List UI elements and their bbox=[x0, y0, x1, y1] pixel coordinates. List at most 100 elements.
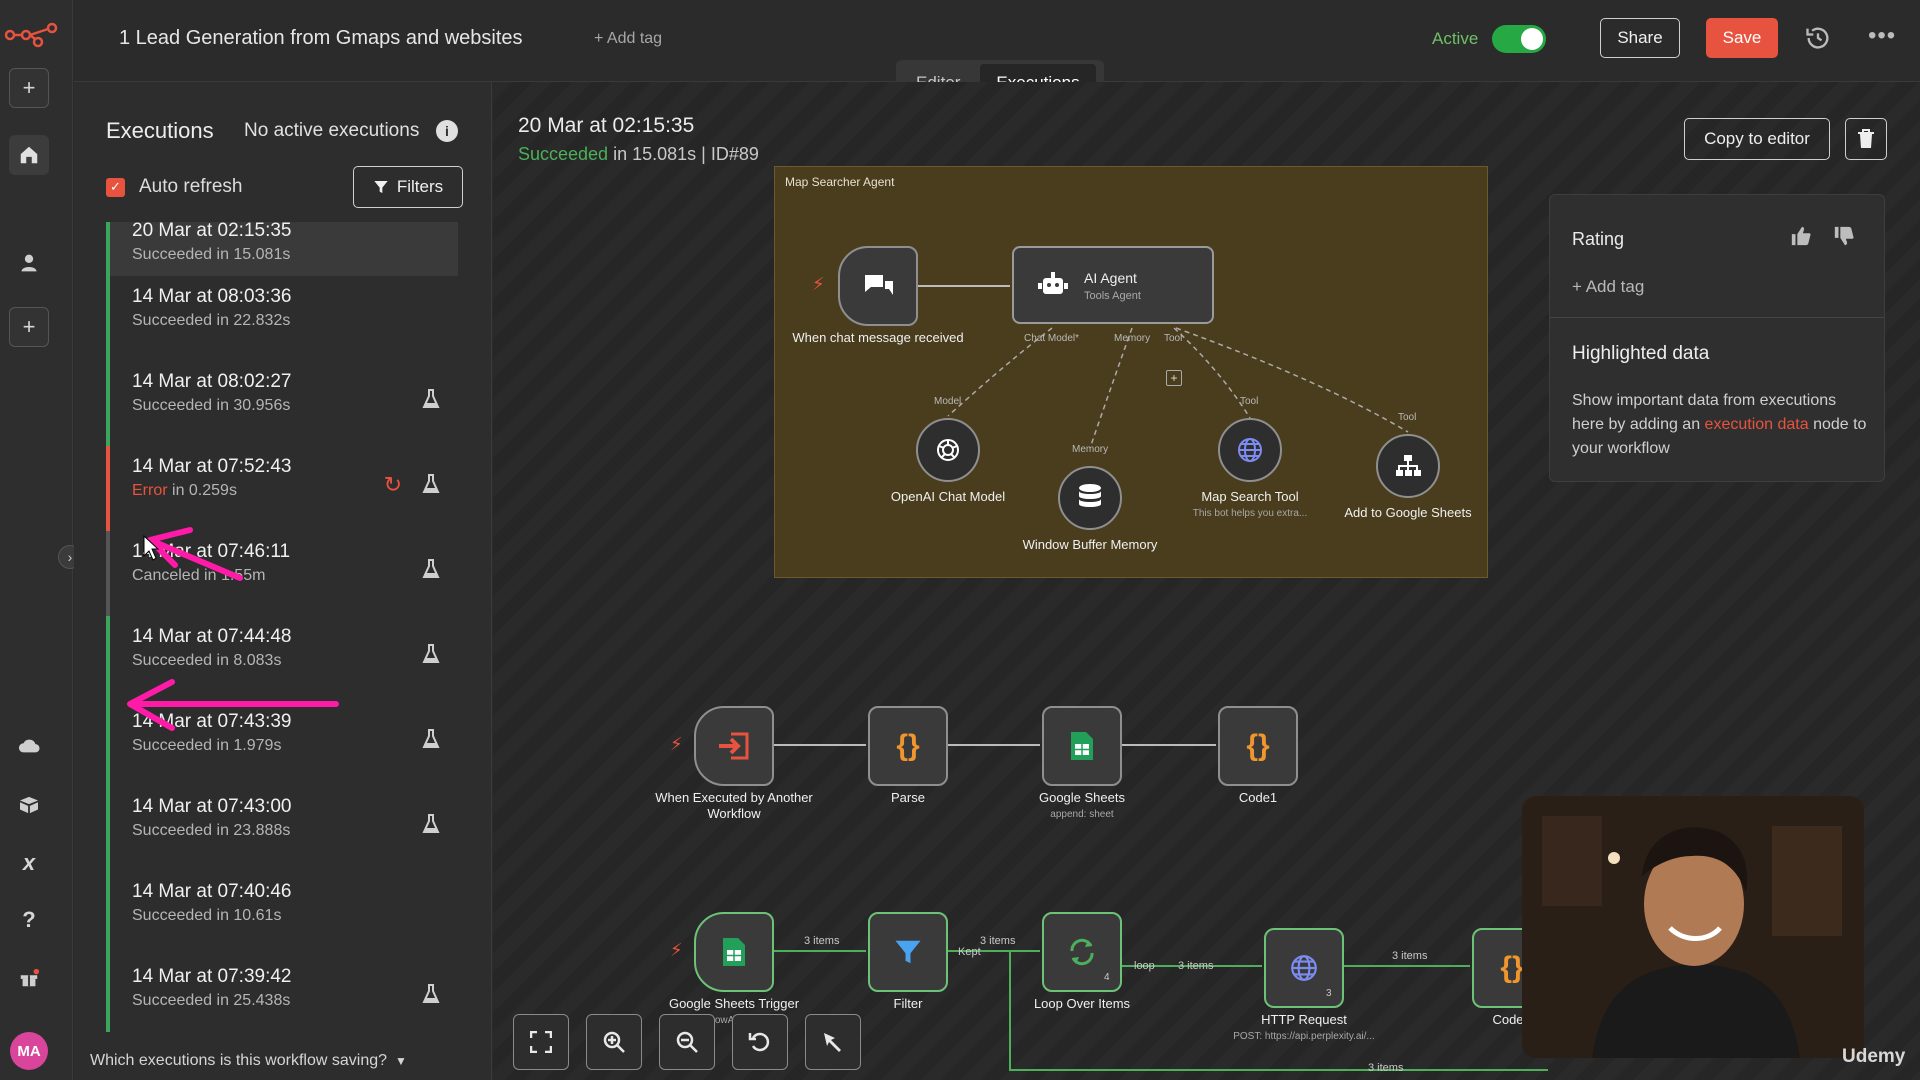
memory-node[interactable] bbox=[1058, 466, 1122, 530]
execution-status: Error in 0.259s bbox=[132, 482, 458, 500]
item-count: 3 bbox=[1326, 988, 1332, 999]
highlight-text-part: node to your workflow bbox=[1572, 416, 1867, 457]
more-options-icon[interactable]: ••• bbox=[1868, 22, 1897, 49]
thumbs-up-icon[interactable] bbox=[1790, 225, 1812, 247]
add-project-button[interactable]: + bbox=[9, 307, 49, 347]
execution-item[interactable]: 14 Mar at 07:39:42 Succeeded in 25.438s bbox=[106, 956, 458, 1032]
templates-button[interactable] bbox=[9, 785, 49, 825]
workflow-title[interactable]: 1 Lead Generation from Gmaps and website… bbox=[119, 27, 523, 49]
succeeded-word: Succeeded bbox=[518, 144, 609, 164]
active-toggle[interactable] bbox=[1492, 25, 1546, 53]
avatar[interactable]: MA bbox=[10, 1032, 48, 1070]
chat-trigger-node[interactable] bbox=[838, 246, 918, 326]
whats-new-button[interactable] bbox=[9, 958, 49, 998]
home-button[interactable] bbox=[9, 135, 49, 175]
trash-icon bbox=[1858, 129, 1874, 148]
add-tag-link[interactable]: + Add tag bbox=[594, 30, 663, 47]
parse-node[interactable]: {} bbox=[868, 706, 948, 786]
retry-icon[interactable]: ↻ bbox=[383, 472, 402, 497]
execution-item[interactable]: 14 Mar at 07:40:46 Succeeded in 10.61s bbox=[106, 871, 458, 956]
execution-status: Succeeded in 1.979s bbox=[132, 737, 282, 754]
execution-item[interactable]: 14 Mar at 07:43:39 Succeeded in 1.979s bbox=[106, 701, 458, 786]
add-to-sheets-node[interactable] bbox=[1376, 434, 1440, 498]
edge-label: 3 items bbox=[1392, 950, 1428, 962]
trigger-bolt-icon: ⚡ bbox=[670, 940, 683, 960]
webcam-overlay bbox=[1522, 796, 1864, 1058]
flask-icon[interactable] bbox=[422, 389, 440, 409]
execution-status: Succeeded in 25.438s bbox=[132, 992, 291, 1009]
save-button[interactable]: Save bbox=[1706, 18, 1778, 58]
history-icon[interactable] bbox=[1804, 24, 1832, 52]
execution-item[interactable]: 14 Mar at 07:52:43 Error in 0.259s ↻ bbox=[106, 446, 458, 531]
canvas-controls bbox=[513, 1014, 861, 1070]
execute-workflow-trigger-node[interactable] bbox=[694, 706, 774, 786]
node-sublabel: This bot helps you extra... bbox=[1192, 508, 1308, 519]
error-word: Error bbox=[132, 482, 168, 499]
rating-add-tag-link[interactable]: + Add tag bbox=[1572, 277, 1645, 296]
execution-date: 14 Mar at 08:02:27 bbox=[132, 371, 292, 392]
execution-item[interactable]: 20 Mar at 02:15:35 Succeeded in 15.081s bbox=[106, 222, 458, 276]
divider bbox=[1550, 317, 1884, 318]
auto-refresh-control[interactable]: ✓ Auto refresh bbox=[106, 176, 243, 198]
map-search-tool-node[interactable] bbox=[1218, 418, 1282, 482]
variables-button[interactable]: x bbox=[9, 843, 49, 883]
share-button[interactable]: Share bbox=[1600, 18, 1680, 58]
zoom-in-button[interactable] bbox=[586, 1014, 642, 1070]
flask-icon[interactable] bbox=[422, 474, 440, 494]
help-button[interactable]: ? bbox=[9, 900, 49, 940]
tidy-up-button[interactable] bbox=[805, 1014, 861, 1070]
flask-icon[interactable] bbox=[422, 559, 440, 579]
n8n-logo-icon[interactable] bbox=[4, 20, 58, 50]
filters-button[interactable]: Filters bbox=[353, 166, 463, 208]
node-label: Code bbox=[1492, 1012, 1524, 1027]
execution-date: 14 Mar at 07:39:42 bbox=[132, 966, 292, 987]
sheets-trigger-node[interactable] bbox=[694, 912, 774, 992]
personal-button[interactable] bbox=[9, 243, 49, 283]
undo-icon bbox=[748, 1032, 770, 1052]
sticky-note-title: Map Searcher Agent bbox=[785, 175, 895, 189]
ai-agent-node[interactable]: AI Agent Tools Agent bbox=[1012, 246, 1214, 324]
http-request-node[interactable] bbox=[1264, 928, 1344, 1008]
rating-label: Rating bbox=[1572, 229, 1625, 249]
port-label: Memory bbox=[1072, 444, 1109, 455]
execution-status: Canceled in 1:55m bbox=[132, 567, 266, 584]
info-icon[interactable]: i bbox=[436, 120, 458, 142]
flask-icon[interactable] bbox=[422, 729, 440, 749]
reset-zoom-button[interactable] bbox=[732, 1014, 788, 1070]
code-braces-icon: {} bbox=[1246, 729, 1270, 762]
flask-icon[interactable] bbox=[422, 644, 440, 664]
execution-item[interactable]: 14 Mar at 07:46:11 Canceled in 1:55m bbox=[106, 531, 458, 616]
add-tool-button[interactable]: + bbox=[1166, 370, 1182, 386]
execution-item[interactable]: 14 Mar at 08:02:27 Succeeded in 30.956s bbox=[106, 361, 458, 446]
saving-executions-question[interactable]: Which executions is this workflow saving… bbox=[90, 1052, 407, 1070]
code1-node[interactable]: {} bbox=[1218, 706, 1298, 786]
highlighted-data-text: Show important data from executions here… bbox=[1572, 389, 1872, 461]
execution-status: Succeeded in 8.083s bbox=[132, 652, 282, 669]
copy-to-editor-button[interactable]: Copy to editor bbox=[1684, 118, 1830, 160]
trigger-bolt-icon: ⚡ bbox=[670, 734, 683, 754]
openai-node[interactable] bbox=[916, 418, 980, 482]
thumbs-down-icon[interactable] bbox=[1833, 225, 1855, 247]
cloud-button[interactable] bbox=[9, 726, 49, 766]
delete-execution-button[interactable] bbox=[1845, 118, 1887, 160]
node-label: Google Sheets Trigger bbox=[668, 996, 800, 1011]
flask-icon[interactable] bbox=[422, 814, 440, 834]
auto-refresh-label: Auto refresh bbox=[139, 176, 243, 197]
auto-refresh-checkbox[interactable]: ✓ bbox=[106, 177, 125, 197]
execution-data-link[interactable]: execution data bbox=[1704, 416, 1809, 433]
node-label: Google Sheets bbox=[1038, 790, 1125, 805]
execution-item[interactable]: 14 Mar at 07:44:48 Succeeded in 8.083s bbox=[106, 616, 458, 701]
fit-view-button[interactable] bbox=[513, 1014, 569, 1070]
add-workflow-button[interactable]: + bbox=[9, 68, 49, 108]
filter-node[interactable] bbox=[868, 912, 948, 992]
execution-date: 14 Mar at 07:46:11 bbox=[132, 541, 291, 562]
zoom-out-button[interactable] bbox=[659, 1014, 715, 1070]
globe-icon bbox=[1291, 955, 1317, 981]
help-icon: ? bbox=[22, 907, 36, 932]
execution-item[interactable]: 14 Mar at 07:43:00 Succeeded in 23.888s bbox=[106, 786, 458, 871]
execution-item[interactable]: 14 Mar at 08:03:36 Succeeded in 22.832s bbox=[106, 276, 458, 361]
flask-icon[interactable] bbox=[422, 984, 440, 1004]
loop-over-items-node[interactable] bbox=[1042, 912, 1122, 992]
google-sheets-node[interactable] bbox=[1042, 706, 1122, 786]
node-label: Parse bbox=[891, 790, 925, 805]
